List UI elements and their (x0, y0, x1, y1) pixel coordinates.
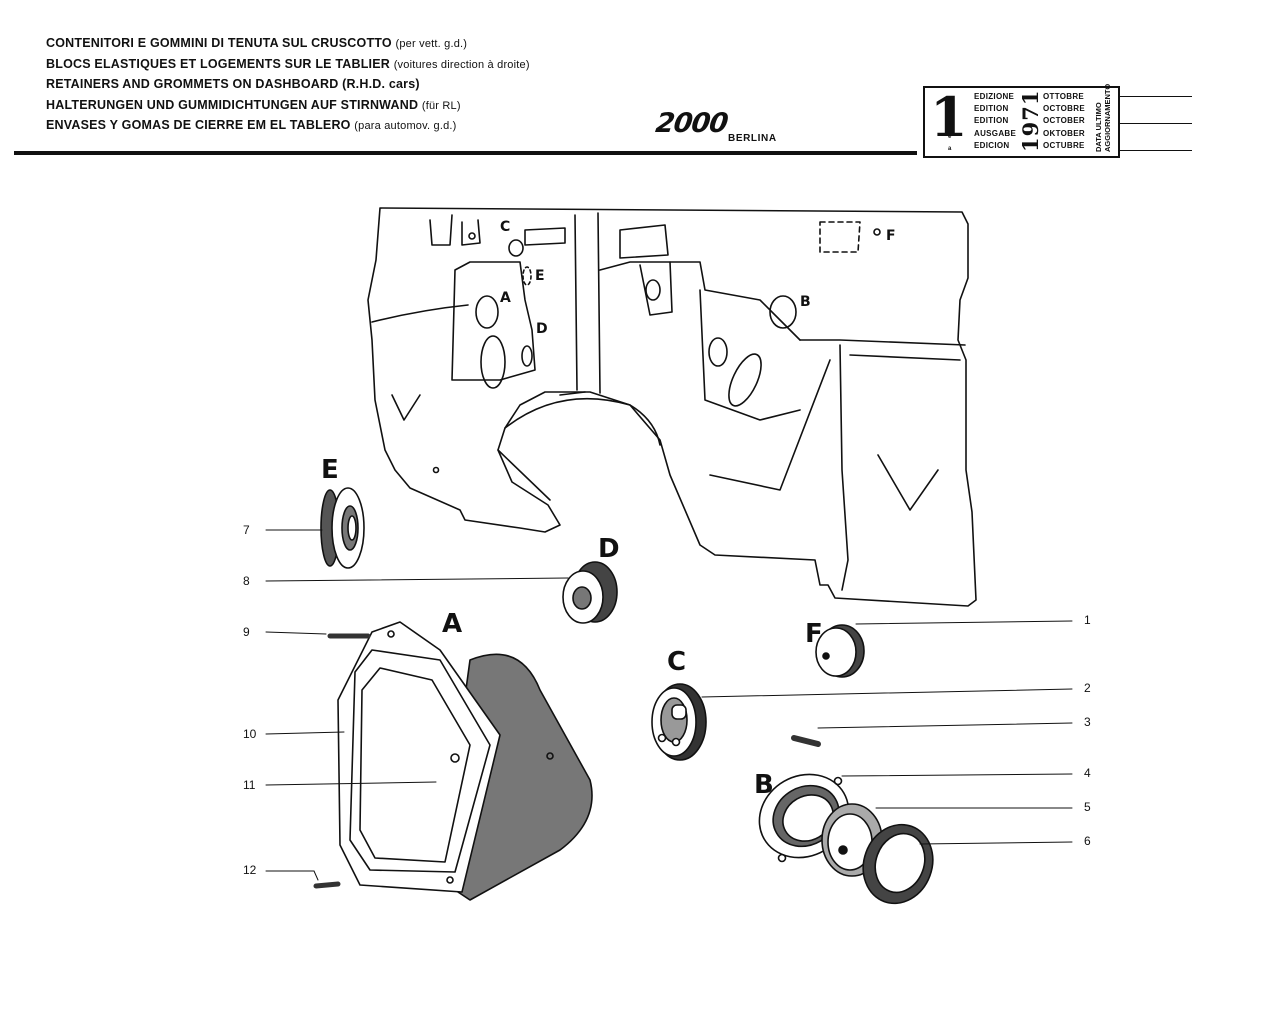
callout-3: 3 (1084, 715, 1091, 729)
edition-month: OCTOBER (1043, 116, 1085, 126)
edition-months: OTTOBRE OCTOBRE OCTOBER OKTOBER OCTUBRE (1043, 91, 1085, 152)
title-block: CONTENITORI E GOMMINI DI TENUTA SUL CRUS… (46, 34, 530, 137)
panel-label-a: A (500, 290, 511, 306)
edition-label: EDICION (974, 140, 1010, 150)
panel-label-c: C (500, 219, 511, 235)
panel-label-b: B (800, 294, 811, 310)
title-note: (per vett. g.d.) (395, 38, 468, 50)
ordinal: a (948, 97, 952, 103)
title-main: ENVASES Y GOMAS DE CIERRE EM EL TABLERO (46, 118, 351, 132)
edition-number: 1 (930, 85, 968, 149)
title-main: BLOCS ELASTIQUES ET LOGEMENTS SUR LE TAB… (46, 56, 390, 71)
callout-8: 8 (243, 574, 250, 588)
ordinal: st (948, 121, 954, 128)
edition-label: EDITION (974, 116, 1009, 126)
part-letter-f: F (805, 619, 823, 649)
title-line-es: ENVASES Y GOMAS DE CIERRE EM EL TABLERO … (46, 116, 530, 137)
edition-labels: EDIZIONE EDITION EDITION AUSGABE EDICION (974, 91, 1016, 152)
callout-2: 2 (1084, 681, 1091, 695)
plug-f (815, 624, 865, 678)
callout-11: 11 (243, 778, 256, 792)
title-main: CONTENITORI E GOMMINI DI TENUTA SUL CRUS… (46, 36, 392, 50)
panel-label-e: E (535, 268, 545, 284)
callout-7: 7 (243, 523, 250, 537)
edition-box (923, 86, 1120, 158)
ordinal: re (948, 109, 955, 116)
retainer-a (313, 621, 593, 901)
title-line-it: CONTENITORI E GOMMINI DI TENUTA SUL CRUS… (46, 34, 530, 55)
panel-label-d: D (536, 321, 548, 337)
callout-12: 12 (243, 863, 257, 877)
edition-month: OTTOBRE (1043, 92, 1085, 101)
edition-month: OKTOBER (1043, 128, 1085, 138)
panel-label-f: F (886, 228, 896, 244)
edition-label: AUSGABE (974, 128, 1017, 138)
update-line (1120, 96, 1192, 97)
callout-6: 6 (1084, 834, 1091, 848)
title-note: (para automov. g.d.) (354, 120, 457, 132)
part-letter-b: B (754, 770, 774, 800)
part-letter-a: A (442, 609, 463, 639)
title-line-en: RETAINERS AND GROMMETS ON DASHBOARD (R.H… (46, 75, 530, 96)
callout-5: 5 (1084, 800, 1091, 814)
model-subtitle: BERLINA (728, 133, 777, 144)
edition-month: OCTUBRE (1043, 140, 1085, 150)
leader-lines (265, 529, 1073, 881)
update-line (1120, 150, 1192, 151)
edition-month: OCTOBRE (1043, 104, 1085, 114)
update-line (1120, 123, 1192, 124)
callout-10: 10 (243, 727, 257, 741)
header-rule (14, 151, 917, 155)
title-note: (für RL) (421, 99, 461, 112)
ordinal: a (948, 145, 952, 152)
dashboard-panel (367, 207, 977, 607)
edition-label: EDIZIONE (974, 92, 1015, 101)
callout-1: 1 (1084, 613, 1091, 627)
callout-4: 4 (1084, 766, 1091, 780)
edition-label: EDITION (974, 104, 1009, 114)
title-line-de: HALTERUNGEN UND GUMMIDICHTUNGEN AUF STIR… (46, 96, 530, 117)
grommet-e (320, 487, 365, 569)
callout-9: 9 (243, 625, 250, 639)
title-main: RETAINERS AND GROMMETS ON DASHBOARD (R.H… (46, 77, 420, 91)
ordinal: e (948, 133, 952, 140)
title-line-fr: BLOCS ELASTIQUES ET LOGEMENTS SUR LE TAB… (46, 55, 530, 76)
title-main: HALTERUNGEN UND GUMMIDICHTUNGEN AUF STIR… (46, 97, 419, 112)
part-letter-e: E (321, 455, 339, 485)
title-note: (voitures direction à droite) (393, 58, 530, 71)
part-letter-d: D (598, 534, 620, 564)
assembly-b (758, 735, 934, 905)
grommet-d (562, 561, 618, 624)
edition-ordinals: a re st e a (948, 94, 954, 155)
part-letter-c: C (667, 647, 687, 677)
grommet-c (651, 683, 707, 761)
